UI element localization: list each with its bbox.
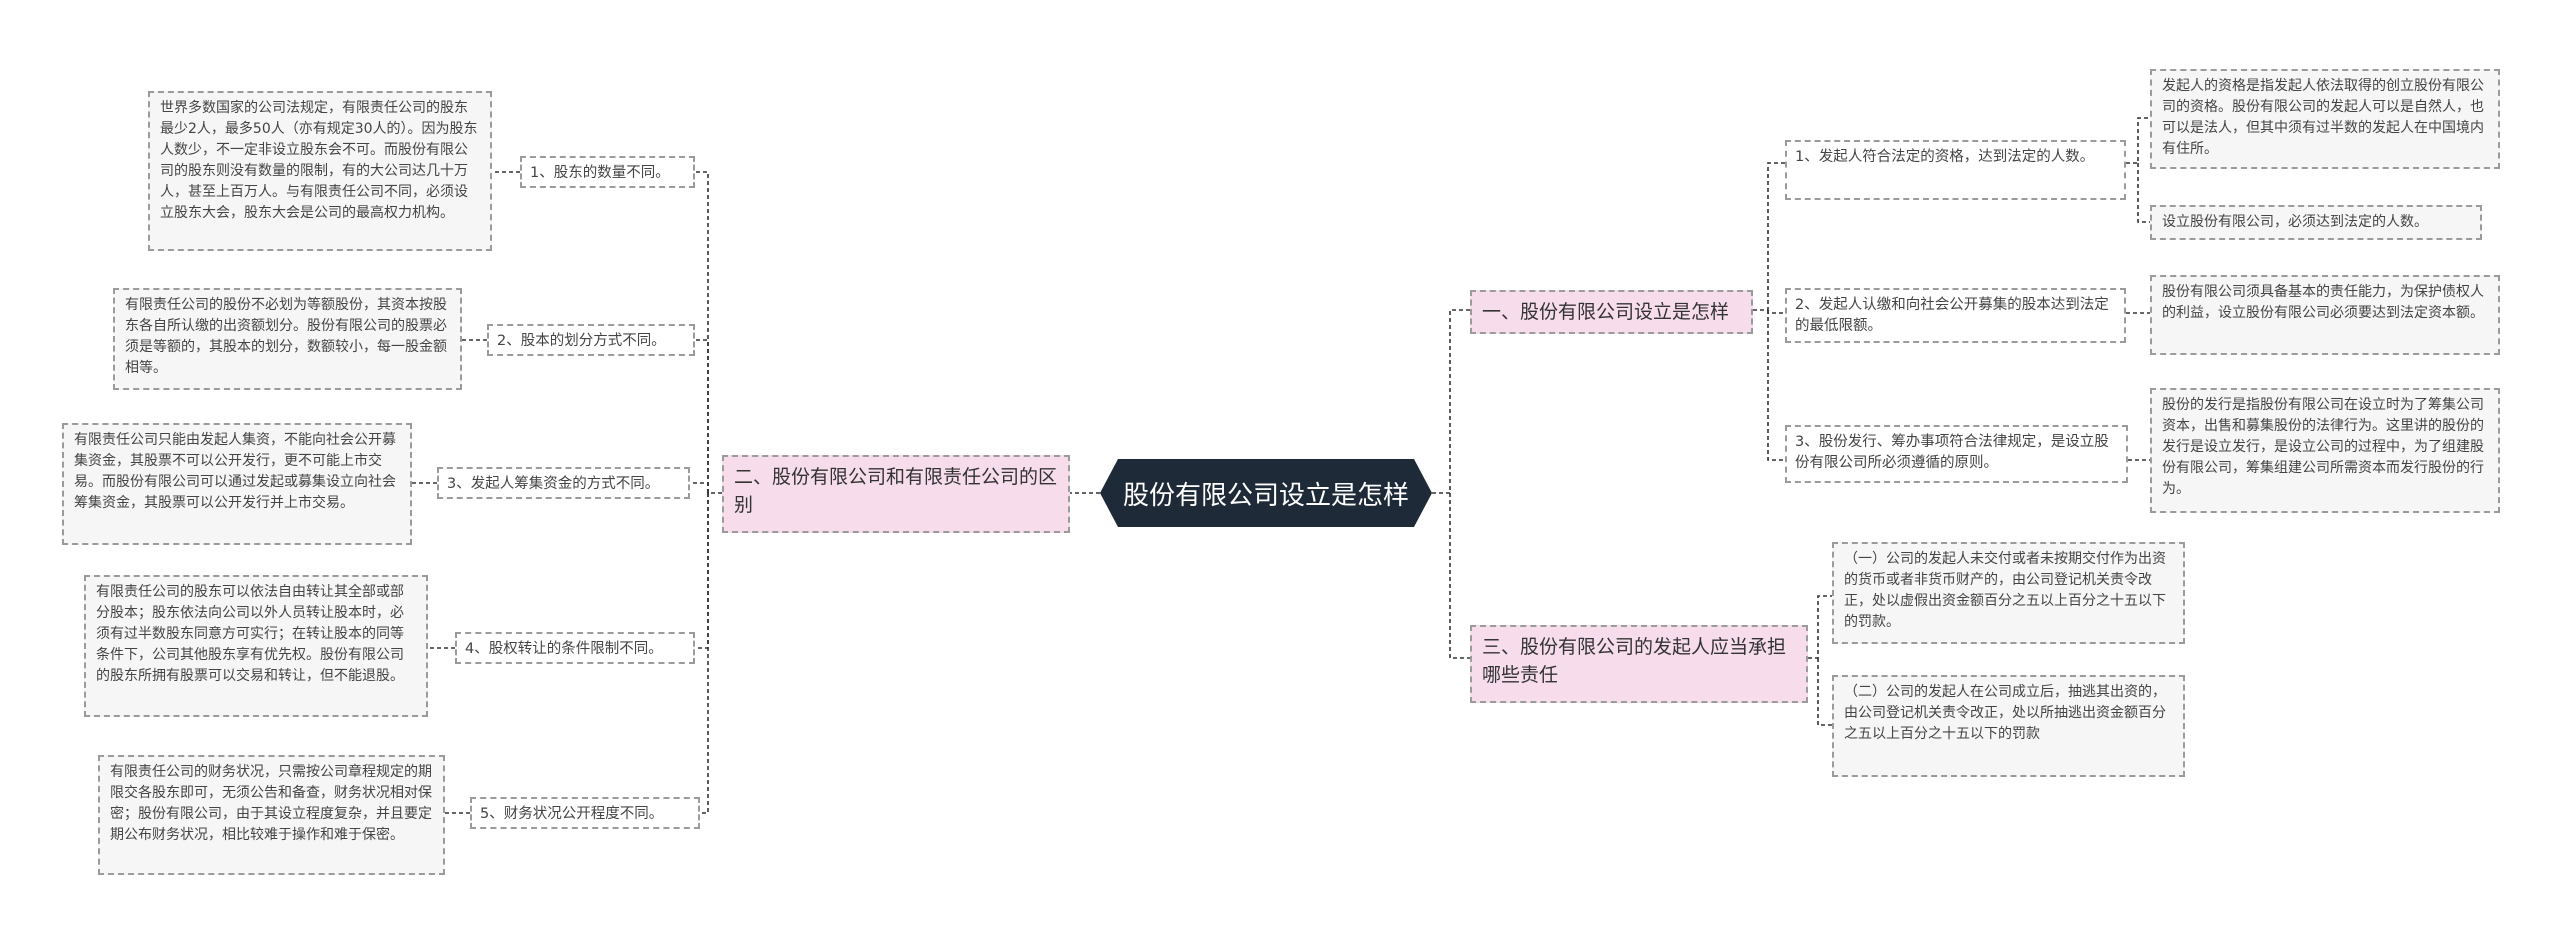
link-s1-d1 (2126, 117, 2150, 164)
leaf-founder-qualification-detail[interactable]: 发起人的资格是指发起人依法取得的创立股份有限公司的资格。股份有限公司的发起人可以… (2150, 69, 2500, 169)
branch-differences[interactable]: 二、股份有限公司和有限责任公司的区别 (722, 455, 1070, 533)
branch-founder-liability[interactable]: 三、股份有限公司的发起人应当承担哪些责任 (1470, 625, 1808, 703)
sub-capital-minimum[interactable]: 2、发起人认缴和向社会公开募集的股本达到法定的最低限额。 (1785, 288, 2126, 343)
leaf-liability-2[interactable]: （二）公司的发起人在公司成立后，抽逃其出资的，由公司登记机关责令改正，处以所抽逃… (1832, 675, 2185, 777)
leaf-shareholder-count-detail[interactable]: 世界多数国家的公司法规定，有限责任公司的股东最少2人，最多50人（亦有规定30人… (148, 91, 492, 251)
link-b2-s4 (695, 493, 709, 649)
link-b2-s2 (695, 339, 709, 493)
link-b2-s1 (695, 171, 722, 494)
link-b3-c1 (1808, 595, 1832, 659)
link-b1-s3 (1767, 310, 1785, 461)
link-b2-s3 (690, 482, 709, 493)
leaf-capital-division-detail[interactable]: 有限责任公司的股份不必划为等额股份，其资本按股东各自所认缴的出资额划分。股份有限… (113, 288, 462, 390)
link-s1-d2 (2137, 163, 2150, 223)
leaf-capital-minimum-detail[interactable]: 股份有限公司须具备基本的责任能力，为保护债权人的利益，设立股份有限公司必须要达到… (2150, 275, 2500, 355)
sub-share-issuance[interactable]: 3、股份发行、筹办事项符合法律规定，是设立股份有限公司所必须遵循的原则。 (1785, 425, 2128, 483)
leaf-legal-number-detail[interactable]: 设立股份有限公司，必须达到法定的人数。 (2150, 205, 2482, 240)
sub-founder-qualification[interactable]: 1、发起人符合法定的资格，达到法定的人数。 (1785, 140, 2126, 200)
link-b1-s1 (1753, 162, 1785, 311)
root-topic[interactable]: 股份有限公司设立是怎样 (1100, 459, 1432, 527)
sub-equity-transfer[interactable]: 4、股权转让的条件限制不同。 (455, 632, 695, 664)
leaf-fundraising-method-detail[interactable]: 有限责任公司只能由发起人集资，不能向社会公开募集资金，其股票不可以公开发行，更不… (62, 423, 412, 545)
sub-financial-disclosure[interactable]: 5、财务状况公开程度不同。 (470, 797, 700, 829)
leaf-financial-disclosure-detail[interactable]: 有限责任公司的财务状况，只需按公司章程规定的期限交各股东即可，无须公告和备查，财… (98, 755, 445, 875)
leaf-share-issuance-detail[interactable]: 股份的发行是指股份有限公司在设立时为了筹集公司资本，出售和募集股份的法律行为。这… (2150, 388, 2500, 513)
sub-capital-division[interactable]: 2、股本的划分方式不同。 (487, 324, 695, 356)
link-b3-c2 (1817, 658, 1832, 726)
link-root-branch1 (1432, 309, 1470, 494)
link-b1-s2 (1767, 310, 1785, 314)
link-root-branch3 (1449, 493, 1470, 659)
link-b2-s5 (700, 493, 709, 814)
leaf-liability-1[interactable]: （一）公司的发起人未交付或者未按期交付作为出资的货币或者非货币财产的，由公司登记… (1832, 542, 2185, 644)
sub-shareholder-count[interactable]: 1、股东的数量不同。 (520, 156, 695, 188)
leaf-equity-transfer-detail[interactable]: 有限责任公司的股东可以依法自由转让其全部或部分股本；股东依法向公司以外人员转让股… (84, 575, 428, 717)
branch-establishment[interactable]: 一、股份有限公司设立是怎样 (1470, 290, 1753, 334)
sub-fundraising-method[interactable]: 3、发起人筹集资金的方式不同。 (437, 467, 690, 499)
